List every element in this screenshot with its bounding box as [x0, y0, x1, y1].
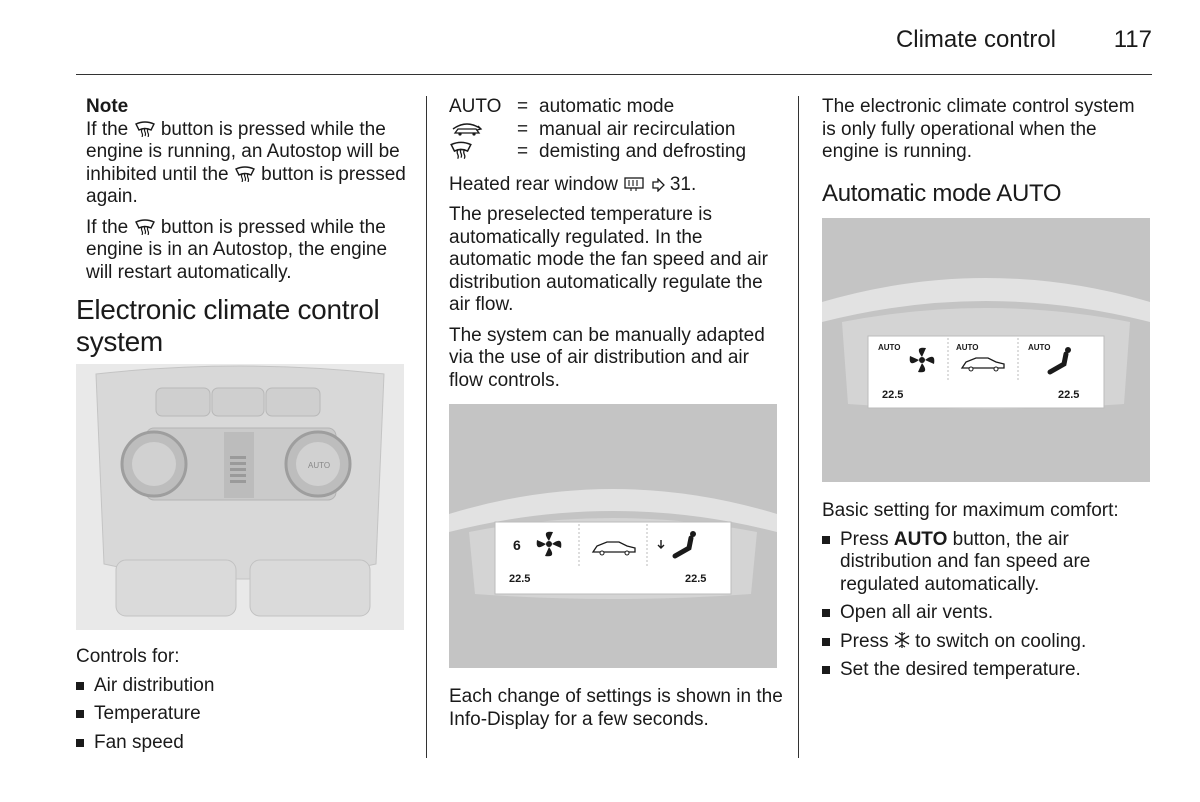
defrost-icon	[134, 218, 155, 235]
display-illustration: AUTO AUTO AUTO 22.5 22.5	[822, 218, 1150, 482]
ac-snowflake-icon	[894, 631, 910, 648]
temp-left: 22.5	[509, 573, 530, 585]
seat-airflow-icon	[1047, 347, 1071, 375]
list-item: Open all air vents.	[822, 602, 1152, 625]
text: If the	[86, 118, 129, 140]
temp-right: 22.5	[685, 573, 706, 585]
section-title: Climate control	[895, 26, 1056, 53]
text: 31.	[669, 173, 697, 195]
list-item: Fan speed	[76, 732, 406, 755]
list-item: Press to switch on cooling.	[822, 631, 1152, 654]
legend-key: AUTO	[449, 96, 502, 117]
text: Press	[840, 630, 889, 652]
note-block: Note If the button is pressed while the …	[86, 96, 408, 292]
legend-key	[449, 119, 517, 142]
list-item: Temperature	[76, 703, 406, 726]
page-ref-arrow-icon	[651, 177, 665, 192]
section-subheading: Automatic mode AUTO	[822, 179, 1062, 207]
legend-eq: =	[517, 118, 529, 140]
heated-rear-window-icon	[624, 176, 644, 191]
defrost-icon	[134, 120, 155, 137]
text: Open all air vents.	[840, 602, 994, 623]
note-paragraph: If the button is pressed while the engin…	[86, 119, 408, 209]
car-icon	[960, 357, 1005, 372]
text: button is pressed while the engine is in…	[86, 216, 388, 283]
legend-desc: demisting and defrosting	[539, 141, 747, 162]
heated-rear-window-ref: Heated rear window 31.	[449, 174, 783, 197]
page-number: 117	[1113, 26, 1152, 53]
button-legend: AUTO = automatic mode = manual air recir…	[449, 96, 783, 164]
list-item: Air distribution	[76, 675, 406, 698]
legend-key	[449, 141, 517, 164]
paragraph: The preselected temperature is automatic…	[449, 204, 768, 315]
display-illustration: 6 22.5 22.5	[449, 404, 777, 668]
recirculation-icon	[452, 122, 483, 136]
text: button is pressed again.	[86, 163, 406, 208]
legend-desc: manual air recirculation	[539, 118, 736, 140]
auto-label: AUTO	[1028, 343, 1051, 352]
text: AUTO	[893, 528, 948, 550]
text: If the	[86, 216, 129, 238]
list-item-text: Temperature	[94, 703, 201, 724]
list-item-text: Fan speed	[94, 731, 184, 753]
auto-label: AUTO	[878, 343, 901, 352]
text: Heated rear window	[449, 173, 618, 195]
legend-eq: =	[517, 141, 529, 162]
note-heading: Note	[86, 96, 129, 117]
defrost-icon	[450, 141, 472, 159]
text: to switch on cooling.	[915, 630, 1087, 652]
auto-mode-display-figure: AUTO AUTO AUTO 22.5 22.5	[822, 218, 1150, 482]
info-display-figure: 6 22.5 22.5	[449, 404, 777, 668]
fan-level: 6	[513, 537, 521, 553]
text: button is pressed while the engine is ru…	[86, 118, 400, 185]
text: Press	[840, 528, 889, 550]
note-paragraph: If the button is pressed while the engin…	[86, 217, 408, 285]
list-item: Press AUTO button, the air distribution …	[822, 529, 1152, 597]
temp-right: 22.5	[1058, 389, 1079, 401]
paragraph: The system can be manually adapted via t…	[449, 324, 765, 391]
text: button, the air distribution and fan spe…	[840, 528, 1091, 595]
temp-left: 22.5	[882, 389, 903, 401]
dial-auto-label: AUTO	[308, 461, 330, 470]
text: Set the desired temperature.	[840, 659, 1081, 680]
car-icon	[591, 541, 636, 556]
fan-icon	[536, 531, 562, 557]
header-rule	[76, 74, 1152, 75]
list-item-text: Air distribution	[94, 674, 215, 696]
controls-label: Controls for:	[76, 646, 180, 667]
paragraph: Each change of settings is shown in the …	[449, 686, 783, 730]
climate-control-panel-figure: AUTO	[76, 364, 404, 630]
column-divider	[798, 96, 799, 758]
legend-desc: automatic mode	[539, 96, 675, 117]
list-item: Set the desired temperature.	[822, 659, 1152, 682]
legend-eq: =	[517, 96, 529, 117]
paragraph: Basic setting for maximum comfort:	[822, 500, 1119, 521]
panel-illustration: AUTO	[76, 364, 404, 630]
seat-airflow-icon	[657, 531, 696, 559]
defrost-icon	[234, 165, 255, 182]
column-divider	[426, 96, 427, 758]
section-heading: Electronic climate control system	[76, 294, 380, 357]
fan-icon	[909, 347, 935, 373]
paragraph: The electronic climate control system is…	[822, 96, 1135, 162]
auto-label: AUTO	[956, 343, 979, 352]
